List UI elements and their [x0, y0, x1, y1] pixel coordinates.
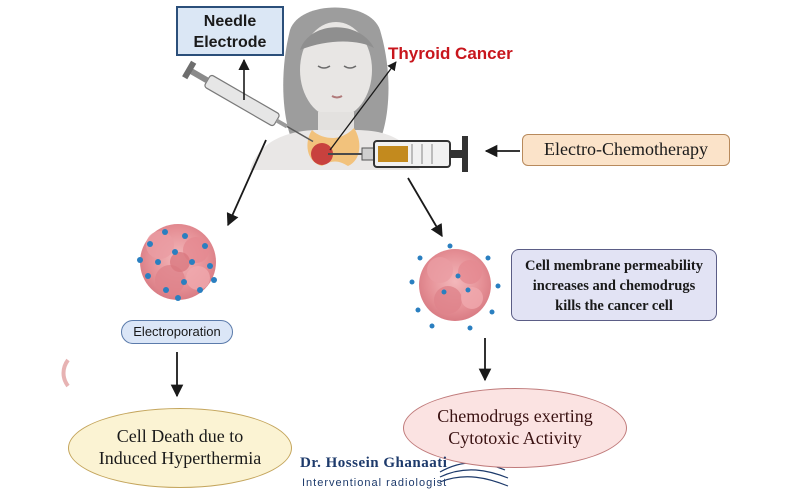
- chemodrugs-line1: Chemodrugs exerting: [437, 406, 593, 426]
- edge-decoration: [61, 358, 70, 388]
- chemodrugs-line2: Cytotoxic Activity: [448, 428, 582, 448]
- patient-figure: [250, 7, 420, 170]
- chemotherapy-syringe: [328, 136, 468, 172]
- electroporation-cell-cluster: [137, 224, 217, 301]
- arrow-to-electroporation-cell: [226, 139, 267, 227]
- electroporation-label: Electroporation: [121, 320, 233, 344]
- cell-death-label: Cell Death due to Induced Hyperthermia: [68, 408, 292, 488]
- author-logo: Dr. Hossein Ghanaati Interventional radi…: [298, 455, 508, 495]
- logo-subtitle: Interventional radiologist: [302, 477, 448, 489]
- needle-electrode-label: Needle Electrode: [176, 6, 284, 56]
- chemo-cell-cluster: [409, 243, 501, 331]
- permeability-line2: increases and chemodrugs: [532, 278, 696, 294]
- permeability-line1: Cell membrane permeability: [525, 258, 703, 274]
- logo-name: Dr. Hossein Ghanaati: [300, 455, 448, 471]
- cell-death-line1: Cell Death due to: [116, 426, 244, 446]
- electro-chemotherapy-label: Electro-Chemotherapy: [522, 134, 730, 166]
- thyroid-cancer-label: Thyroid Cancer: [388, 44, 513, 63]
- needle-electrode-syringe: [182, 60, 314, 143]
- arrow-to-chemo-cell: [407, 177, 443, 238]
- needle-label-line2: Electrode: [193, 34, 267, 51]
- permeability-label: Cell membrane permeability increases and…: [511, 249, 717, 321]
- needle-label-line1: Needle: [203, 13, 257, 30]
- permeability-line3: kills the cancer cell: [555, 298, 673, 314]
- chemodrugs-label: Chemodrugs exerting Cytotoxic Activity: [403, 388, 627, 468]
- cell-death-line2: Induced Hyperthermia: [98, 448, 262, 468]
- arrow-to-thyroid-label: [329, 61, 397, 151]
